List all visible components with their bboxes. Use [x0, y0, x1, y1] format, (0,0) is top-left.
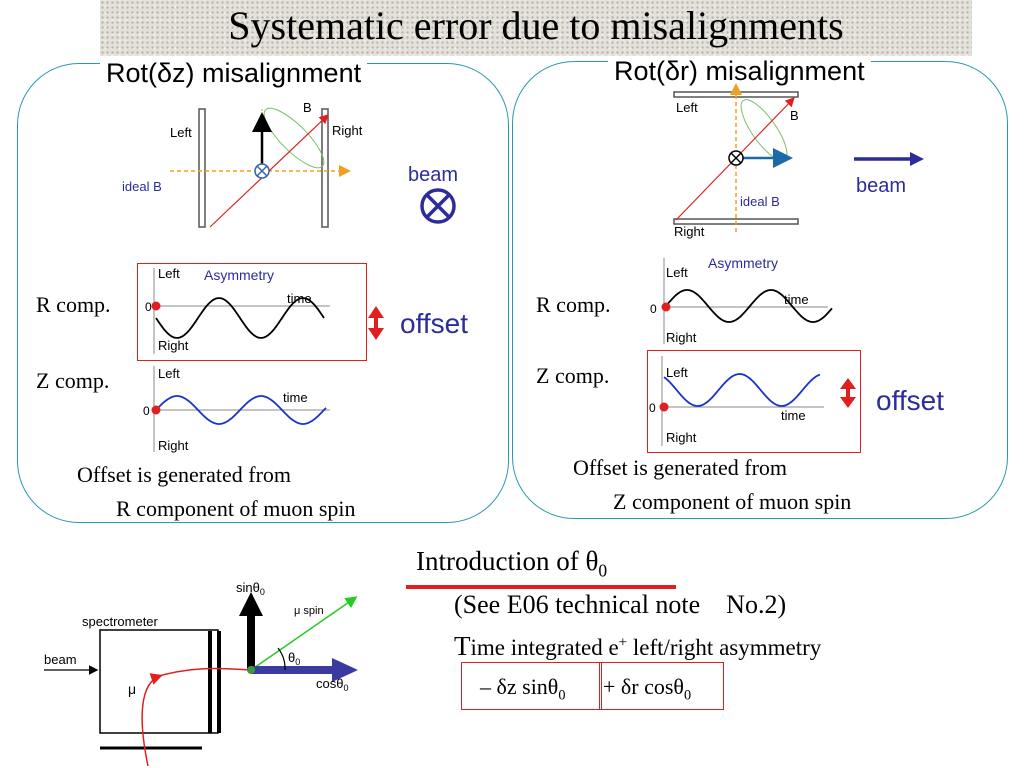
left-note-line2: R component of muon spin	[116, 496, 356, 521]
svg-text:cosθ0: cosθ0	[316, 676, 348, 693]
svg-text:time: time	[283, 390, 308, 405]
right-r-comp-plot: Asymmetry Left time 0 Right	[650, 256, 833, 345]
svg-text:time: time	[784, 292, 809, 307]
right-beam-label: beam	[856, 175, 907, 197]
right-offset-box	[647, 350, 861, 453]
formula-term1: – δz sinθ0	[480, 674, 566, 704]
muon-track-lower	[141, 673, 163, 767]
left-plate	[198, 108, 206, 228]
svg-text:B: B	[790, 108, 799, 123]
muon-track-upper	[151, 667, 251, 679]
left-beam-label: beam	[408, 164, 459, 186]
svg-text:ideal B: ideal B	[740, 194, 780, 209]
svg-text:time: time	[781, 408, 806, 423]
intro-heading: Introduction of θ0	[416, 546, 608, 581]
b-label: B	[303, 100, 312, 115]
intro-underline	[406, 585, 676, 589]
svg-text:Right: Right	[158, 438, 189, 453]
beam-cross-icon	[420, 188, 456, 224]
title-background	[100, 0, 972, 56]
spectrometer-label: spectrometer	[82, 614, 159, 629]
mu-spin-arrow	[250, 596, 358, 671]
left-z-comp-plot: Left time 0 Right	[143, 366, 330, 453]
right-note-line2: Z component of muon spin	[613, 489, 852, 514]
left-z-comp-label: Z comp.	[36, 368, 110, 393]
spectrometer-diagram: spectrometer beam μ sinθ0 μ spin θ0 cosθ…	[44, 580, 358, 767]
spectrometer-box	[99, 629, 219, 734]
mu-spin-label: μ spin	[294, 605, 324, 617]
see-note: (See E06 technical note No.2)	[454, 590, 787, 619]
right-note-line1: Offset is generated from	[573, 455, 788, 480]
right-misalignment-diagram: Left B ideal B Right	[673, 83, 799, 239]
svg-text:Right: Right	[666, 330, 697, 345]
svg-text:0: 0	[145, 300, 152, 314]
beam-label: beam	[44, 652, 77, 667]
asymmetry-label: Asymmetry	[708, 256, 778, 271]
svg-text:sinθ0: sinθ0	[236, 580, 265, 597]
right-panel-heading: Rot(δr) misalignment	[608, 56, 871, 86]
mu-label: μ	[128, 681, 136, 697]
term2-box	[599, 662, 724, 710]
svg-text:Left: Left	[666, 265, 688, 280]
right-z-comp-plot: Left time 0 Right	[649, 356, 824, 446]
left-misalignment-diagram: Left Right B ideal B	[122, 100, 363, 228]
svg-text:0: 0	[650, 302, 657, 316]
left-label: Left	[170, 125, 192, 140]
cos-theta-arrow	[332, 658, 358, 682]
asymmetry-label: Asymmetry	[204, 267, 274, 283]
offset-updown-arrow	[368, 306, 384, 340]
beam-arrow-icon	[854, 152, 924, 166]
term1-box	[461, 662, 602, 710]
asymmetry-description: Time integrated e+ left/right asymmetry	[454, 631, 822, 661]
ideal-b-label: ideal B	[122, 179, 162, 194]
left-r-comp-label: R comp.	[36, 292, 111, 317]
svg-text:Right: Right	[158, 338, 189, 353]
right-z-comp-label: Z comp.	[536, 363, 610, 388]
svg-text:Right: Right	[666, 430, 697, 445]
svg-text:0: 0	[143, 404, 150, 418]
right-label: Right	[332, 123, 363, 138]
left-panel-heading: Rot(δz) misalignment	[100, 58, 368, 88]
left-note-line1: Offset is generated from	[77, 462, 292, 487]
right-plate	[321, 108, 329, 228]
left-offset-label: offset	[400, 308, 468, 339]
offset-updown-arrow	[840, 378, 856, 408]
svg-text:Left: Left	[676, 100, 698, 115]
svg-text:time: time	[287, 291, 312, 306]
svg-text:Right: Right	[674, 224, 705, 239]
sin-theta-arrow	[239, 592, 263, 616]
left-offset-box	[137, 263, 367, 361]
svg-text:θ0: θ0	[288, 650, 300, 667]
svg-text:Left: Left	[158, 266, 180, 281]
formula-term2: + δr cosθ0	[603, 674, 692, 704]
svg-text:Left: Left	[158, 366, 180, 381]
slide-title: Systematic error due to misalignments	[228, 3, 844, 48]
left-r-comp-plot: Left Asymmetry time 0 Right	[145, 266, 330, 354]
svg-text:0: 0	[649, 401, 656, 415]
right-offset-label: offset	[876, 385, 944, 416]
right-r-comp-label: R comp.	[536, 292, 611, 317]
svg-text:Left: Left	[666, 365, 688, 380]
